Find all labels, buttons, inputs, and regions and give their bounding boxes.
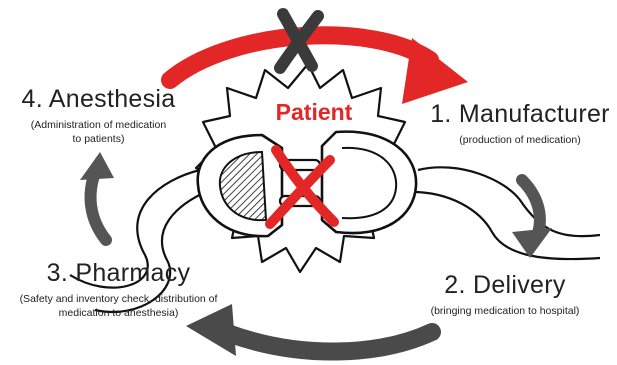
step-title: 1. Manufacturer [425,101,615,129]
step-delivery: 2. Delivery (bringing medication to hosp… [410,272,600,318]
step-pharmacy: 3. Pharmacy (Safety and inventory check,… [6,260,231,320]
step-description: (Safety and inventory check, distributio… [6,292,231,320]
step-description: (production of medication) [425,133,615,147]
step-description: (bringing medication to hospital) [410,304,600,318]
step-manufacturer: 1. Manufacturer (production of medicatio… [425,101,615,147]
step-description-line: medication to anesthesia) [6,306,231,320]
step-title: 3. Pharmacy [6,260,231,288]
step-description: (Administration of medication to patient… [6,118,191,146]
step-description-line: (Administration of medication [6,118,191,132]
curved-arrow-icon [512,180,552,258]
step-description-line: (Safety and inventory check, distributio… [6,292,231,306]
curved-arrow-icon [80,152,114,240]
step-title: 4. Anesthesia [6,86,191,114]
step-description-line: to patients) [6,132,191,146]
patient-label: Patient [254,99,374,126]
step-title: 2. Delivery [410,272,600,300]
step-anesthesia: 4. Anesthesia (Administration of medicat… [6,86,191,146]
